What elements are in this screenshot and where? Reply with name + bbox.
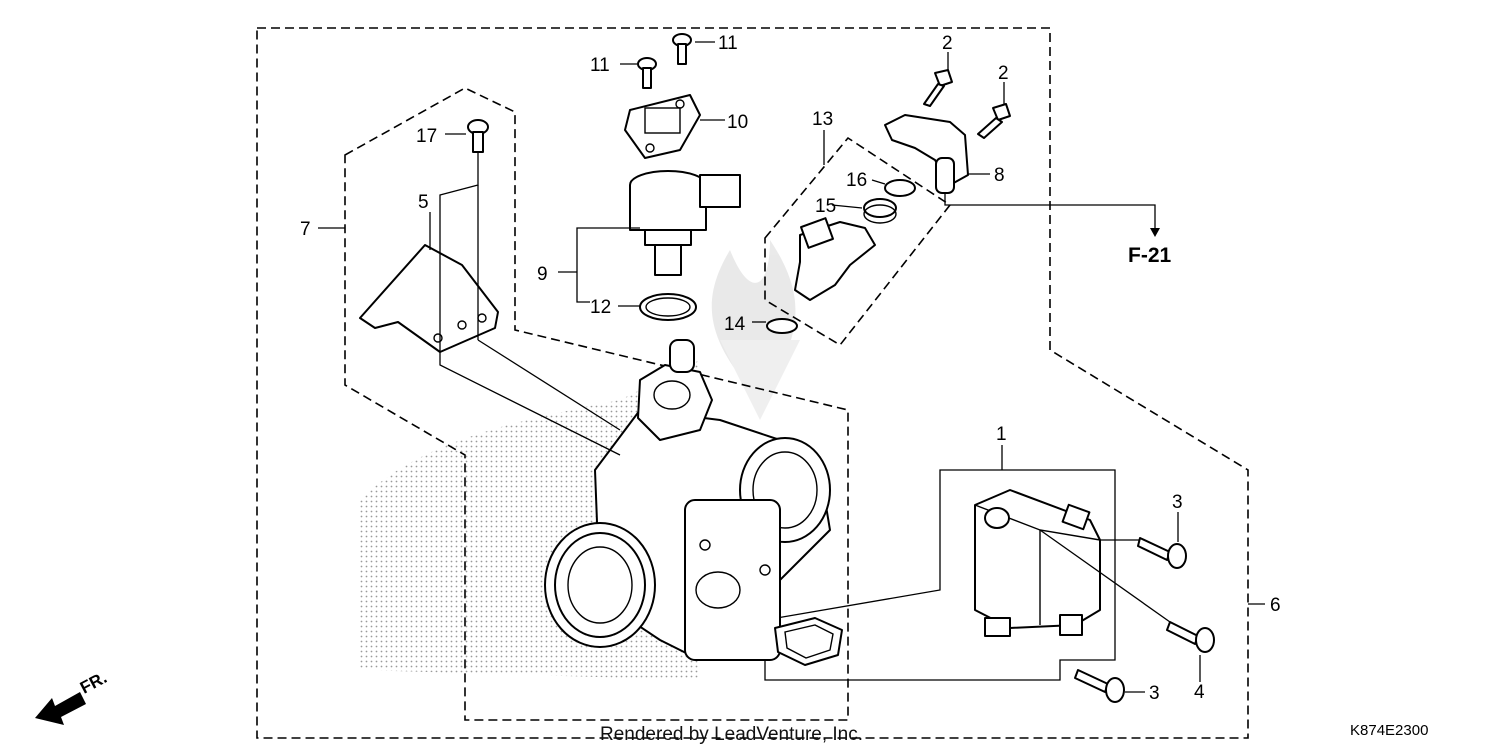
callout-labels: 11 11 10 9 12 17 5 7 13 14 15 16 2 2 8 1…: [300, 33, 1281, 704]
group-outline-13: [764, 136, 952, 347]
gasket-ring: [774, 617, 843, 666]
group-outline-7: [344, 87, 849, 721]
screw-part-3-a: [1137, 537, 1187, 569]
screw-part-11-a: [637, 57, 657, 89]
oring-part-12: [639, 293, 697, 321]
front-label: FR.: [77, 668, 110, 698]
callout-11-b: 11: [718, 33, 738, 54]
callout-11-a: 11: [590, 55, 610, 76]
callout-6: 6: [1270, 595, 1281, 616]
callout-9: 9: [537, 264, 548, 285]
assembly-outline-6: [256, 27, 1249, 739]
bolt-part-2-b: [977, 103, 1011, 139]
joint-part-8: [884, 114, 969, 194]
screw-part-11-b: [672, 33, 692, 65]
gasket-part-10: [624, 94, 701, 159]
front-arrow-icon: [35, 692, 86, 725]
callout-2-a: 2: [942, 33, 953, 54]
callout-17: 17: [416, 126, 437, 147]
callout-10: 10: [727, 112, 748, 133]
callout-13: 13: [812, 109, 833, 130]
callout-16: 16: [846, 170, 867, 191]
callout-4: 4: [1194, 682, 1205, 703]
callout-1: 1: [996, 424, 1007, 445]
leader-lines: [318, 41, 1265, 693]
callout-3-b: 3: [1149, 683, 1160, 704]
sensor-part-9: [629, 170, 741, 276]
bolt-part-17: [467, 119, 489, 153]
callout-12: 12: [590, 297, 611, 318]
callout-8: 8: [994, 165, 1005, 186]
group-outline-1: [764, 469, 1116, 681]
seal-part-15: [863, 198, 897, 224]
sensor-part-1: [974, 489, 1101, 637]
screw-part-4: [1166, 621, 1215, 653]
reference-label: F-21: [1128, 244, 1172, 267]
bracket-part-5: [359, 244, 499, 353]
callout-2-b: 2: [998, 63, 1009, 84]
credit-text: Rendered by LeadVenture, Inc.: [600, 724, 863, 745]
callout-14: 14: [724, 314, 746, 335]
watermark-logo: [711, 240, 800, 420]
seal-part-16: [884, 179, 916, 197]
bolt-part-2-a: [923, 69, 953, 107]
diagram-code: K874E2300: [1350, 722, 1428, 739]
callout-15: 15: [815, 196, 836, 217]
throttle-body: [544, 339, 831, 661]
callout-3-a: 3: [1172, 492, 1183, 513]
callout-7: 7: [300, 219, 311, 240]
seal-part-14: [766, 318, 798, 334]
callout-5: 5: [418, 192, 429, 213]
injector-part-13: [794, 217, 876, 301]
screw-part-3-b: [1074, 669, 1125, 703]
